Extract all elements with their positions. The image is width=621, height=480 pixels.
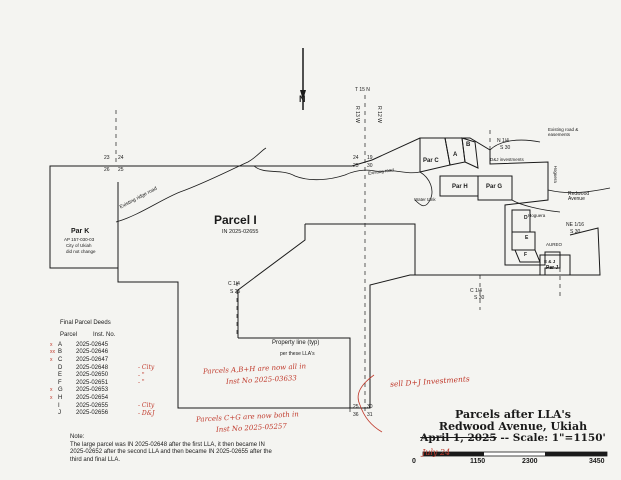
- scale-label-1150: 1150: [470, 458, 486, 465]
- quarter-corner: S 30: [570, 229, 581, 235]
- existing-road: [253, 165, 433, 207]
- parcel-boundary: [49, 137, 561, 409]
- redwood-ave: [547, 187, 611, 194]
- hoguera-road: [511, 199, 561, 213]
- note-text: The large parcel was IN 2025-02648 after…: [70, 441, 272, 463]
- north-arrow-icon: [300, 48, 306, 110]
- section-corner: 30: [367, 163, 373, 169]
- quarter-corner: NE 1/16: [566, 222, 585, 228]
- title-line2: Redwood Avenue, Ukiah: [438, 420, 588, 434]
- title-scale: -- Scale: 1"=1150': [500, 432, 606, 445]
- property-line: [238, 337, 351, 408]
- redwood-avenue-label: Redwood Avenue: [568, 191, 590, 202]
- section-corner: 24: [118, 155, 124, 161]
- ridge-road: [115, 147, 267, 223]
- quarter-corner: S 30: [474, 295, 485, 301]
- parcel-j-label: Par J: [546, 265, 559, 271]
- section-corner: 25: [118, 167, 124, 173]
- parcel-g-label: Par G: [486, 184, 503, 190]
- deeds-col-parcel: Parcel: [60, 332, 78, 338]
- parcel-k-label: Par K: [71, 228, 90, 235]
- scale-bar: [422, 451, 608, 457]
- scale-label-2300: 2300: [522, 458, 538, 465]
- quarter-corner: S 25: [230, 289, 241, 295]
- township-label: T 15 N: [355, 87, 370, 93]
- section-corner: 36: [353, 412, 359, 418]
- section-corner: 23: [104, 155, 110, 161]
- title-line1: Parcels after LLA's: [455, 408, 571, 421]
- quarter-corner: N 1/4: [497, 138, 509, 144]
- handwritten-date: July 24: [422, 448, 451, 457]
- property-line-label: Property line (typ): [272, 340, 320, 346]
- per-llas-label: per these LLA's: [280, 351, 315, 357]
- hoguera-label: Hoguera: [552, 165, 558, 183]
- dj-investments-label: D&J investments: [490, 157, 524, 162]
- note-block: Note: The large parcel was IN 2025-02648…: [70, 434, 280, 464]
- scale-label-3450: 3450: [589, 458, 605, 465]
- parcel-f-label: F: [524, 252, 528, 258]
- note-heading: Note:: [70, 434, 85, 440]
- inner-notch: [237, 223, 416, 338]
- range-label: R 12 W: [375, 106, 382, 123]
- section-corner: 31: [367, 412, 373, 418]
- parcel-h-label: Par H: [452, 184, 468, 190]
- deeds-title: Final Parcel Deeds: [60, 320, 111, 326]
- quarter-corner: S 30: [500, 145, 511, 151]
- water-tank-label: Water tank: [414, 197, 436, 202]
- parcel-ej-label: E & J: [544, 259, 556, 264]
- parcel-f-boundary: [514, 249, 541, 263]
- parcel-e-boundary: [511, 231, 536, 251]
- title-date: April 1, 2025: [420, 432, 497, 445]
- quarter-corner: C 1/4: [470, 288, 482, 294]
- title-block: Parcels after LLA's Redwood Avenue, Ukia…: [418, 408, 608, 445]
- section-corner: 26: [104, 167, 110, 173]
- scale-label-0: 0: [412, 458, 416, 465]
- parcel-d-label: D: [524, 215, 528, 221]
- deeds-col-inst: Inst. No.: [93, 332, 116, 338]
- section-corner: 25: [353, 404, 359, 410]
- parcel-k-note: City of Ukiah: [66, 243, 92, 248]
- hoguera-label: Hoguera: [528, 213, 546, 218]
- quarter-corner: C 1/4: [228, 281, 240, 287]
- section-corner: 30: [367, 404, 373, 410]
- range-label: R 13 W: [353, 106, 360, 123]
- parcel-b-boundary: [461, 137, 479, 169]
- road-easement-label: Existing road & easements: [548, 127, 579, 137]
- parcel-e-label: E: [525, 235, 529, 241]
- parcel-a-label: A: [453, 152, 458, 158]
- section-corner: 19: [367, 155, 373, 161]
- section-corner: 25: [353, 163, 359, 169]
- parcel-c-label: Par C: [423, 158, 439, 164]
- parcel-i-label: Parcel I: [214, 213, 257, 227]
- parcel-k-note: did not change: [66, 249, 96, 254]
- parcel-i-inst: IN 2025-02655: [222, 229, 259, 235]
- parcel-k-note: AP 157-030-03: [64, 237, 95, 242]
- road-north: [489, 139, 541, 151]
- parcel-b-label: B: [466, 142, 471, 148]
- north-label: N: [299, 94, 306, 104]
- section-corner: 24: [353, 155, 359, 161]
- aureo-label: AUREO: [546, 242, 563, 247]
